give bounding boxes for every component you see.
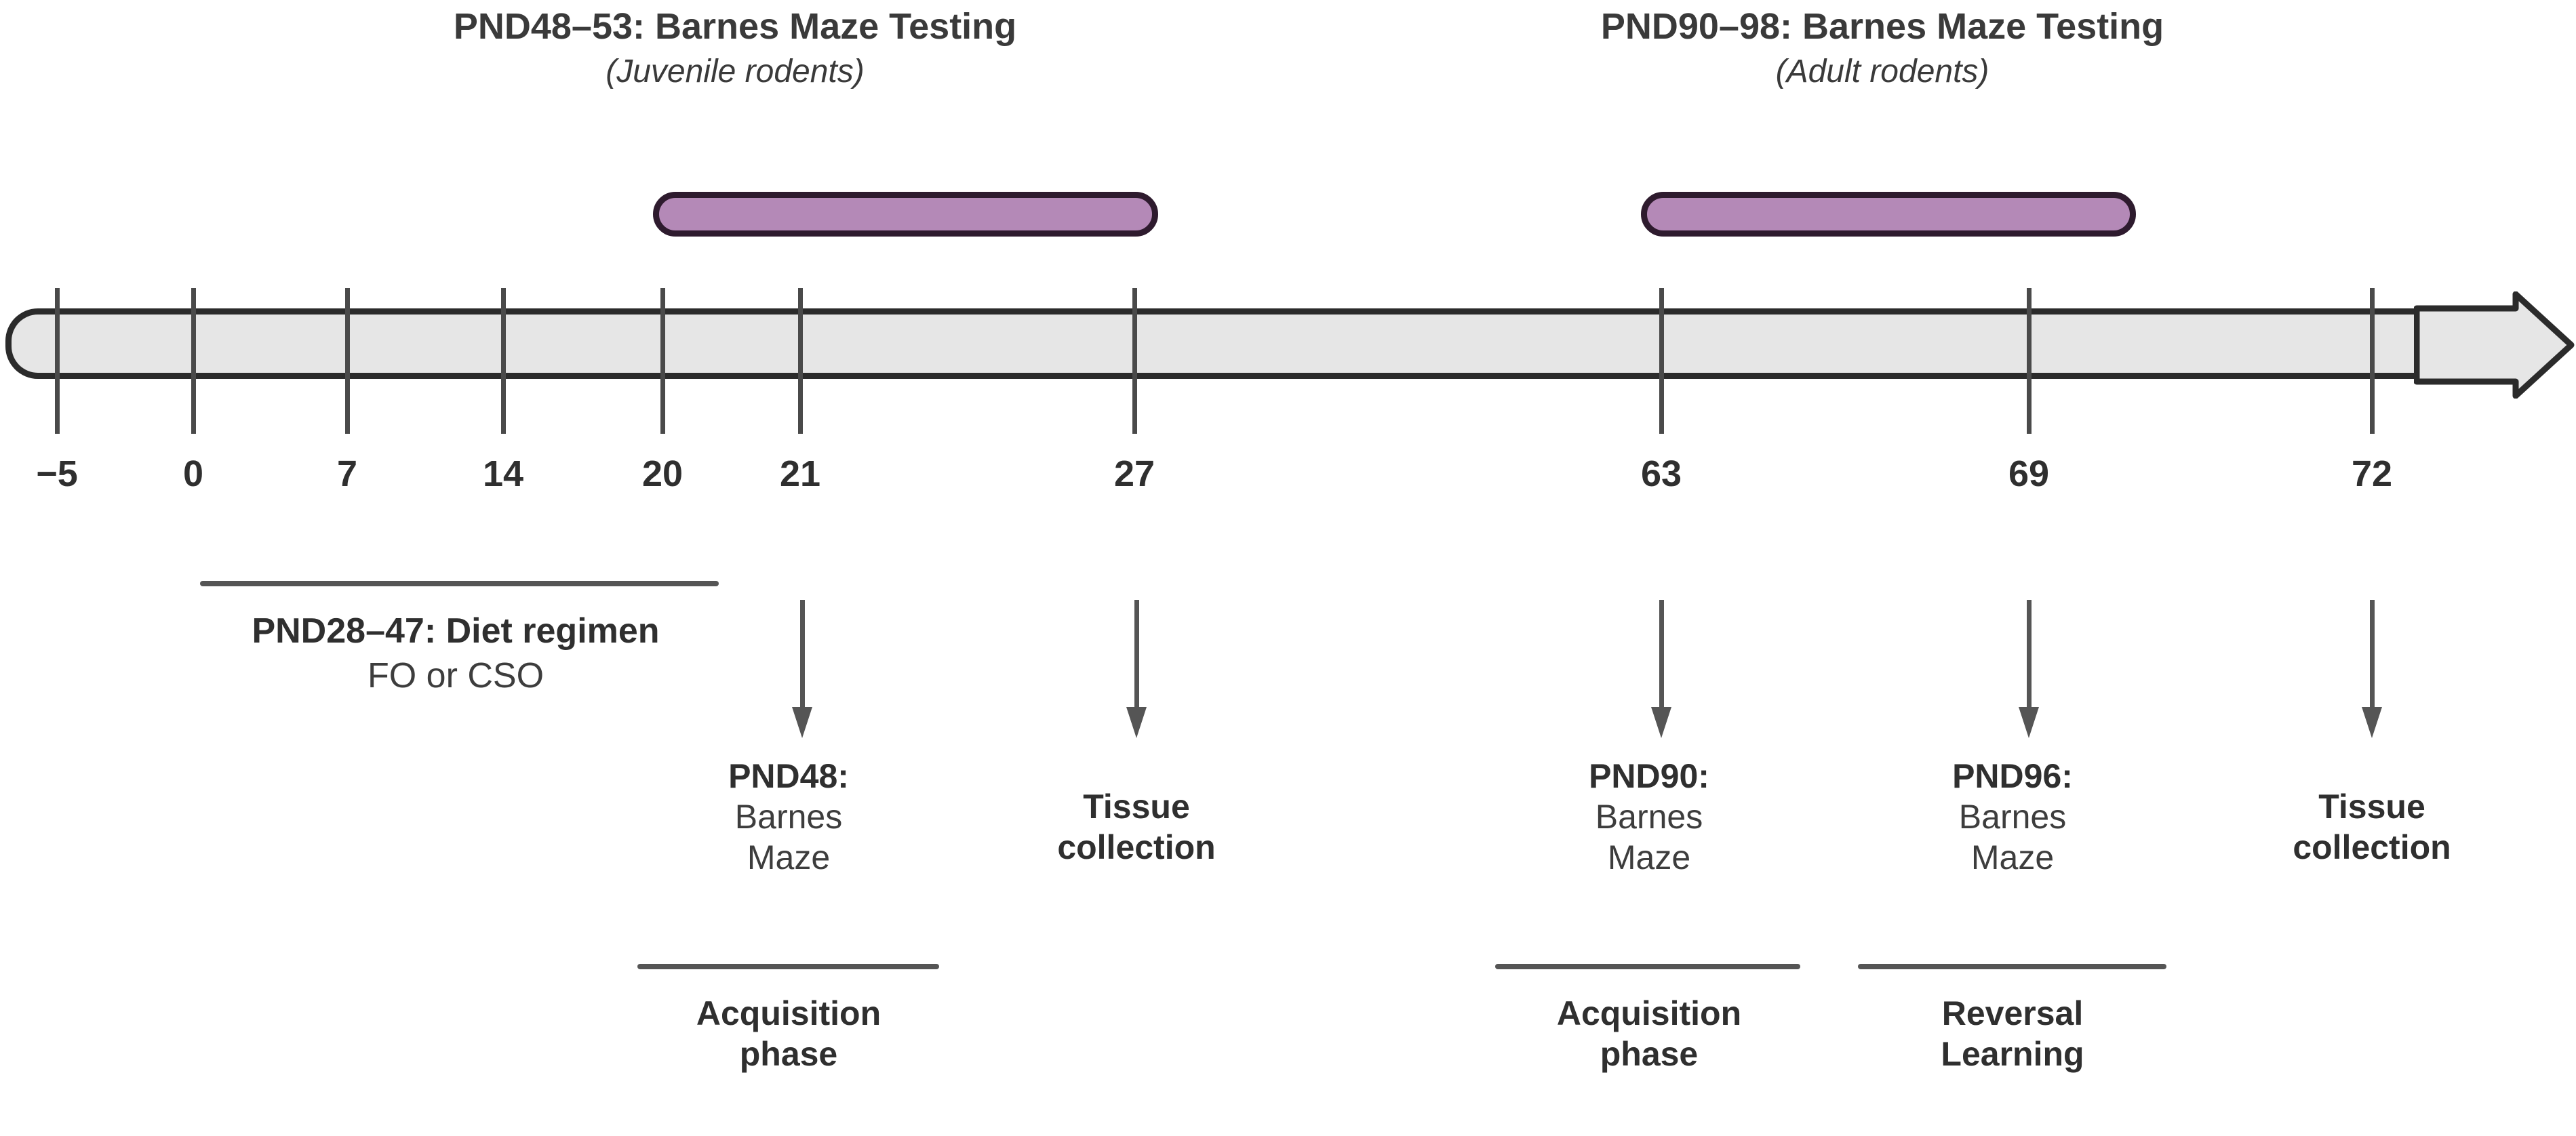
phase-reversal-line2: Learning	[1941, 1035, 2084, 1073]
tick-mark	[191, 288, 196, 434]
tick-mark	[2027, 288, 2032, 434]
tick-mark	[1132, 288, 1137, 434]
diet-regimen-span-rule	[200, 581, 719, 586]
juvenile-barnes-maze-bar	[653, 192, 1158, 237]
phase-adult-acq-line1: Acquisition	[1556, 994, 1742, 1032]
event-pnd48-line1: Barnes	[734, 798, 843, 836]
tick-mark	[660, 288, 665, 434]
tick-mark	[1659, 288, 1664, 434]
tissue-adult-line1: Tissue	[2318, 788, 2425, 826]
header-juvenile-title: PND48–53: Barnes Maze Testing	[453, 6, 1017, 47]
timeline-axis-bar	[5, 308, 2446, 379]
event-arrow-tissue-juvenile	[1126, 600, 1147, 739]
header-juvenile-subtitle: (Juvenile rodents)	[606, 53, 865, 89]
phase-juvenile-line2: phase	[739, 1035, 838, 1073]
event-pnd96-line2: Maze	[1970, 838, 2055, 876]
event-arrow-tissue-adult	[2362, 600, 2382, 739]
header-adult-testing: PND90–98: Barnes Maze Testing (Adult rod…	[1601, 5, 2164, 91]
tick-label: 0	[182, 453, 204, 494]
timeline-arrow-head	[2414, 291, 2575, 399]
phase-label-acquisition-adult: Acquisition phase	[1557, 993, 1741, 1074]
tissue-juvenile-line2: collection	[1057, 828, 1216, 866]
event-arrow-pnd48	[792, 600, 812, 739]
tick-label: −5	[36, 453, 78, 494]
event-pnd96-line1: Barnes	[1958, 798, 2067, 836]
event-label-tissue-juvenile: Tissue collection	[1057, 786, 1215, 868]
tick-label: 14	[482, 453, 524, 494]
diet-regimen-detail: FO or CSO	[367, 656, 544, 696]
phase-juvenile-line1: Acquisition	[696, 994, 881, 1032]
event-pnd96-title: PND96:	[1952, 757, 2073, 795]
tick-label: 63	[1640, 453, 1682, 494]
header-adult-subtitle: (Adult rodents)	[1775, 53, 1989, 89]
event-arrow-pnd90	[1651, 600, 1671, 739]
phase-adult-acq-line2: phase	[1600, 1035, 1699, 1073]
event-pnd90-title: PND90:	[1589, 757, 1709, 795]
event-pnd48-title: PND48:	[728, 757, 849, 795]
tissue-juvenile-line1: Tissue	[1083, 788, 1190, 826]
tick-label: 7	[336, 453, 358, 494]
phase-label-reversal-learning: Reversal Learning	[1941, 993, 2084, 1074]
tissue-adult-line2: collection	[2293, 828, 2451, 866]
tick-label: 72	[2351, 453, 2393, 494]
event-label-pnd96: PND96: Barnes Maze	[1952, 756, 2073, 878]
event-label-pnd90: PND90: Barnes Maze	[1589, 756, 1709, 878]
phase-reversal-line1: Reversal	[1941, 994, 2084, 1032]
event-arrow-pnd96	[2019, 600, 2039, 739]
event-pnd90-line2: Maze	[1607, 838, 1691, 876]
adult-barnes-maze-bar	[1641, 192, 2136, 237]
tick-label: 27	[1113, 453, 1155, 494]
event-label-tissue-adult: Tissue collection	[2293, 786, 2451, 868]
acquisition-phase-rule-adult	[1495, 964, 1800, 969]
event-label-pnd48: PND48: Barnes Maze	[728, 756, 849, 878]
tick-mark	[55, 288, 60, 434]
diet-regimen-title: PND28–47: Diet regimen	[252, 611, 660, 651]
tick-mark	[2370, 288, 2375, 434]
event-pnd48-line2: Maze	[747, 838, 831, 876]
tick-mark	[798, 288, 803, 434]
event-pnd90-line1: Barnes	[1595, 798, 1703, 836]
tick-label: 69	[2008, 453, 2050, 494]
header-juvenile-testing: PND48–53: Barnes Maze Testing (Juvenile …	[454, 5, 1016, 91]
diet-regimen-label: PND28–47: Diet regimen FO or CSO	[252, 610, 659, 697]
tick-label: 20	[641, 453, 683, 494]
tick-label: 21	[779, 453, 821, 494]
phase-label-acquisition-juvenile: Acquisition phase	[696, 993, 881, 1074]
reversal-learning-rule	[1858, 964, 2166, 969]
acquisition-phase-rule-juvenile	[637, 964, 939, 969]
tick-mark	[345, 288, 350, 434]
tick-mark	[501, 288, 506, 434]
header-adult-title: PND90–98: Barnes Maze Testing	[1600, 6, 2164, 47]
